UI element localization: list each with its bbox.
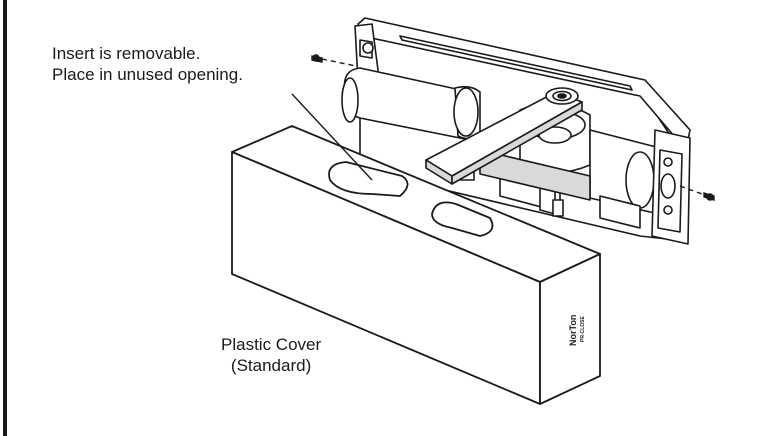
closer-arm xyxy=(425,87,583,185)
mounting-screws xyxy=(311,54,715,201)
plastic-cover-label-line-1: Plastic Cover xyxy=(221,335,322,354)
insert-note-line-2: Place in unused opening. xyxy=(52,65,243,84)
cover-logo-brand: NorTon xyxy=(568,315,578,346)
insert-leader-line xyxy=(291,93,373,181)
left-border-rule xyxy=(3,0,7,436)
insert-note-label: Insert is removable. Place in unused ope… xyxy=(52,43,243,85)
door-closer-assembly xyxy=(341,17,691,245)
plastic-cover xyxy=(231,125,601,405)
cover-logo-model: PR-CLOSE xyxy=(580,316,586,343)
plastic-cover-label-line-2: (Standard) xyxy=(230,356,312,375)
insert-note-line-1: Insert is removable. xyxy=(52,44,201,63)
cover-logo: NorTon PR-CLOSE xyxy=(568,315,586,346)
plastic-cover-label: Plastic Cover (Standard) xyxy=(221,334,321,376)
